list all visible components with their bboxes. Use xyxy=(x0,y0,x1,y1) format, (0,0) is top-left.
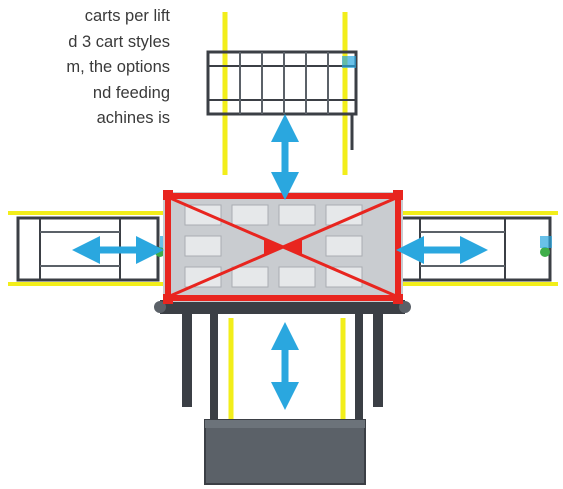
description-line-1: carts per lift xyxy=(84,7,170,25)
lift-structure xyxy=(154,300,411,422)
description-line-4: nd feeding xyxy=(92,83,170,102)
center-bowtie-icon xyxy=(264,238,302,256)
lift-crossbeam xyxy=(160,300,405,314)
right-cart xyxy=(395,211,558,286)
bottom-cart-body xyxy=(204,419,366,485)
top-cart xyxy=(206,12,358,175)
bottom-cart xyxy=(204,419,366,485)
description-line-3: m, the options xyxy=(66,58,170,76)
description-text: carts per lift d 3 cart styles m, the op… xyxy=(0,4,170,132)
description-line-2: d 3 cart styles xyxy=(68,32,170,51)
description-line-5: achines is xyxy=(96,109,170,127)
center-lift-platform xyxy=(163,190,403,304)
top-cart-frame xyxy=(206,50,358,116)
